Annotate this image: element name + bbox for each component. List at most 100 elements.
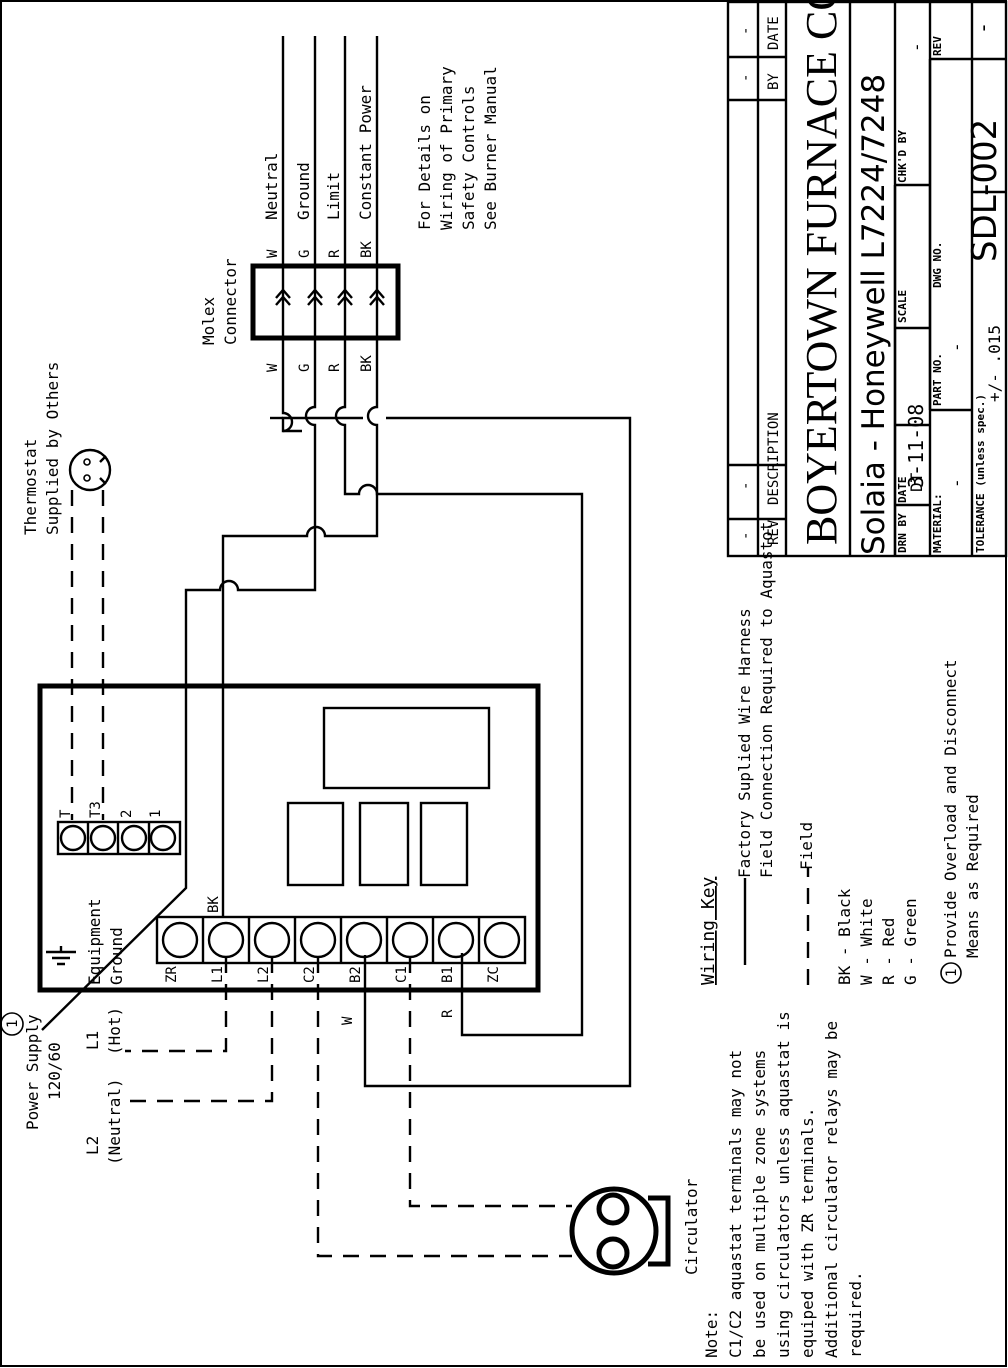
color-key-r: R - Red: [879, 918, 898, 985]
power-supply-label: Power Supply: [23, 1014, 42, 1130]
harness-wires: [41, 36, 632, 1088]
details-note-2: Wiring of Primary: [437, 66, 456, 230]
molex-left-g: G: [297, 364, 313, 372]
terminal-b2: B2: [348, 966, 364, 983]
overload-callout-num: 1: [944, 969, 960, 977]
power-supply-callout: [0, 1012, 24, 1036]
tb-date: 3-11-08: [904, 404, 928, 488]
wiring-key-factory: Factory Suplied Wire Harness: [735, 608, 754, 878]
tb-company: BOYERTOWN FURNACE CO.: [797, 0, 846, 545]
molex-right-r: R: [327, 249, 343, 258]
power-supply-callout-num: 1: [5, 1020, 21, 1028]
equipment-ground-1: Equipment: [85, 898, 104, 985]
overload-callout: [940, 962, 962, 984]
tb-scale-label: SCALE: [896, 290, 909, 323]
terminal-l1: L1: [210, 966, 226, 983]
tb-header-date: DATE: [766, 16, 782, 50]
tb-part-no-label: PART NO.: [931, 353, 944, 406]
tb-rev-row1-desc: -: [738, 482, 754, 490]
molex-right-bk: BK: [359, 241, 375, 258]
l2-neutral: (Neutral): [105, 1078, 124, 1165]
molex-left-bk: BK: [359, 355, 375, 372]
bk-wire-label: BK: [206, 896, 222, 913]
note-line-3: using circulators unless aquastat is: [774, 1011, 793, 1358]
l1-label: L1: [83, 1031, 102, 1050]
terminal-c1: C1: [394, 966, 410, 983]
molex-left-w: W: [265, 363, 281, 372]
tb-tolerance: +/- .015: [985, 325, 1004, 402]
l2-label: L2: [83, 1136, 102, 1155]
terminal-zr: ZR: [164, 966, 180, 983]
tb-chkd-by: -: [907, 42, 926, 52]
tb-material: -: [947, 478, 966, 488]
tb-rev: -: [971, 22, 995, 34]
details-note-3: Safety Controls: [459, 86, 478, 231]
tb-drn-by-label: DRN BY: [896, 513, 909, 553]
harness-limit: Limit: [324, 172, 343, 220]
tb-dwg-no-label: DWG NO.: [931, 242, 944, 288]
wiring-key-field-connection: Field Connection Required to Aquastot: [757, 522, 776, 878]
tb-rev-row1-date: -: [738, 27, 754, 35]
molex-right-g: G: [297, 250, 313, 258]
note-line-6: required.: [846, 1271, 865, 1358]
wiring-key-title: Wiring Key: [698, 876, 719, 985]
top-terminal-2: 2: [119, 810, 135, 818]
tb-header-rev: REV: [766, 519, 782, 545]
note-line-5: Additional circulator relays may be: [822, 1021, 841, 1358]
tb-drn-by: DT: [907, 472, 926, 492]
note-line-4: equiped with ZR terminals.: [798, 1108, 817, 1358]
terminal-b1: B1: [440, 966, 456, 983]
title-block: [726, 0, 1008, 558]
tb-header-by: BY: [766, 73, 782, 90]
equipment-ground-2: Ground: [107, 927, 126, 985]
circulator-label: Circulator: [682, 1178, 701, 1275]
details-note-4: See Burner Manual: [481, 66, 500, 230]
l1-hot: (Hot): [105, 1007, 124, 1055]
color-key-bk: BK - Black: [835, 888, 854, 985]
terminal-l2: L2: [256, 966, 272, 983]
color-key-w: W - White: [857, 898, 876, 985]
details-note-1: For Details on: [415, 95, 434, 230]
thermostat-label-1: Thermostat: [21, 439, 40, 535]
tb-tolerance-label: TOLERANCE (unless spec.): [974, 394, 987, 553]
harness-ground: Ground: [294, 162, 313, 220]
tb-rev-label: REV: [931, 36, 944, 56]
molex-label-1: Molex: [199, 296, 218, 345]
molex-label-2: Connector: [221, 258, 240, 345]
molex-connector: [250, 263, 401, 341]
aquastat-control: [37, 683, 541, 993]
tb-date-label: DATE: [896, 477, 909, 504]
tb-header-description: DESCRIPTION: [766, 412, 782, 505]
molex-right-w: W: [265, 249, 281, 258]
top-terminal-t: T: [58, 809, 74, 818]
harness-constant-power: Constant Power: [356, 85, 375, 220]
overload-note-2: Means as Required: [963, 794, 982, 958]
circulator-symbol: [569, 1186, 671, 1276]
terminal-c2: C2: [302, 966, 318, 983]
harness-neutral: Neutral: [262, 153, 281, 220]
wire-w-label: W: [340, 1016, 356, 1025]
molex-left-r: R: [327, 363, 343, 372]
top-terminal-1: 1: [148, 810, 164, 818]
terminal-zc: ZC: [486, 966, 502, 983]
power-supply-rating: 120/60: [45, 1042, 64, 1100]
tb-dwg-no: SDL-002: [965, 119, 1005, 262]
color-key-g: G - Green: [901, 898, 920, 985]
note-line-0: Note:: [702, 1310, 721, 1358]
top-terminal-t3: T3: [88, 801, 104, 818]
field-wiring: [125, 957, 572, 1258]
wiring-key-field: Field: [797, 822, 816, 870]
tb-rev-row1-by: -: [738, 74, 754, 82]
tb-material-label: MATERIAL:: [931, 493, 944, 553]
tb-part-no: -: [947, 342, 966, 352]
note-line-1: C1/C2 aquastat terminals may not: [726, 1050, 745, 1358]
overload-note-1: Provide Overload and Disconnect: [941, 659, 960, 958]
note-line-2: be used on multiple zone systems: [750, 1050, 769, 1358]
tb-rev-row1-rev: -: [738, 532, 754, 540]
tb-chkd-by-label: CHK'D BY: [896, 130, 909, 183]
thermostat-label-2: Supplied by Others: [43, 362, 62, 535]
thermostat-symbol: [68, 448, 112, 492]
tb-drawing-title: Solaia - Honeywell L7224/7248: [856, 74, 892, 555]
